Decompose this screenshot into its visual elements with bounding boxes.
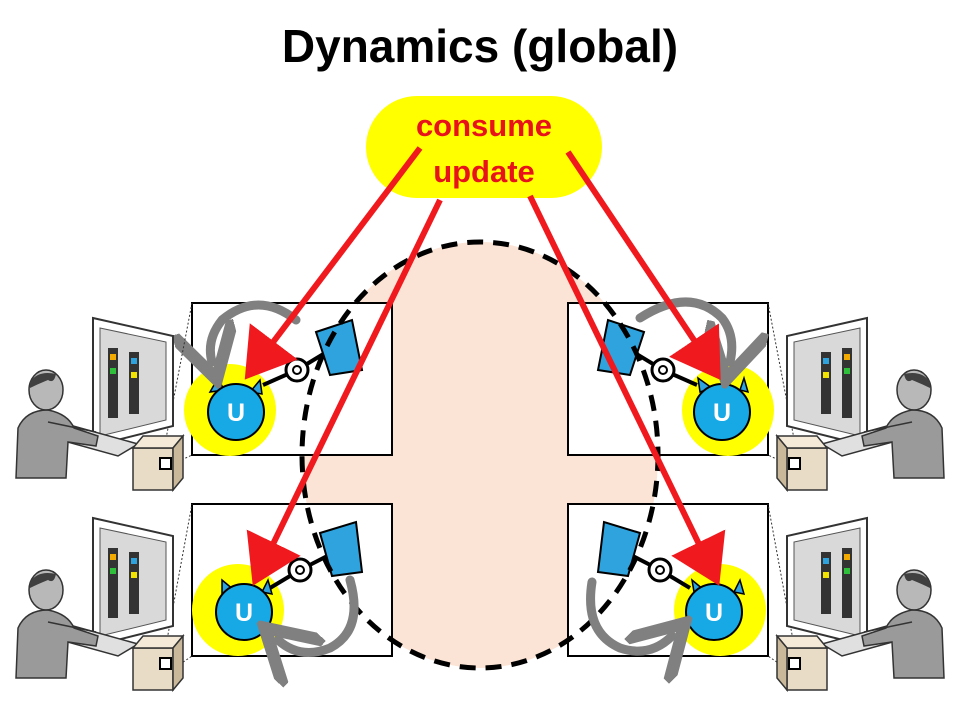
bubble-line-consume: consume xyxy=(416,108,552,143)
global-arrow-top-left xyxy=(244,146,423,380)
u-node-label: U xyxy=(227,399,245,427)
u-node-label: U xyxy=(713,399,731,427)
prism-icon xyxy=(314,318,364,377)
node-group-bottom-right: U xyxy=(596,520,766,656)
user-at-computer-icon xyxy=(15,317,184,491)
consume-update-bubble xyxy=(366,96,602,198)
u-node-label: U xyxy=(235,599,253,627)
diagram-title: Dynamics (global) xyxy=(282,20,678,72)
local-loop-arrow xyxy=(210,300,301,362)
local-loop-arrow xyxy=(278,575,359,653)
global-arrow-bottom-left xyxy=(246,198,443,586)
local-loop-arrow xyxy=(635,297,732,362)
bubble-line-update: update xyxy=(433,154,535,189)
local-loop-arrow xyxy=(586,577,672,651)
global-arrow-top-right xyxy=(565,150,721,380)
user-at-computer-icon xyxy=(776,517,945,691)
user-at-computer-icon xyxy=(15,517,184,691)
u-node-label: U xyxy=(705,599,723,627)
user-at-computer-icon xyxy=(776,317,945,491)
global-arrow-bottom-right xyxy=(527,194,726,586)
